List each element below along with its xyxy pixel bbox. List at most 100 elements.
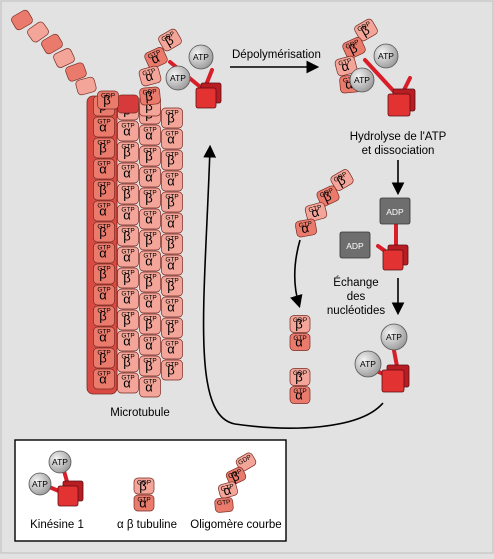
subunit-nucleotide-label: GTP: [308, 204, 323, 214]
subunit-body: [139, 208, 161, 230]
nucleotide-sphere: [354, 350, 382, 378]
subunit-greek-letter: β: [123, 229, 130, 244]
subunit-nucleotide-label: GTP: [121, 333, 134, 340]
subunit-greek-letter: β: [295, 317, 302, 332]
subunit-body: [117, 94, 139, 114]
subunit-body: [27, 21, 49, 43]
kinesin-motor-domain: [57, 480, 84, 507]
subunit-nucleotide-label: GTP: [121, 312, 134, 319]
subunit-body: [161, 317, 183, 339]
subunit-greek-letter: α: [123, 208, 131, 223]
subunit-body: [117, 183, 139, 205]
tubulin-subunit: [11, 9, 33, 31]
subunit-greek-letter: β: [145, 359, 152, 374]
subunit-greek-letter: α: [145, 212, 153, 227]
nucleotide-sphere: [188, 44, 214, 70]
subunit-body: [139, 250, 161, 272]
subunit-body: [93, 347, 115, 369]
curled-protofilament: [11, 9, 97, 96]
subunit-greek-letter: α: [143, 68, 155, 85]
subunit-body: [93, 137, 115, 159]
subunit-body: [117, 246, 139, 268]
subunit-body: [354, 18, 378, 42]
nucleotide-sphere: [165, 65, 191, 91]
motor-domain-front: [382, 249, 404, 271]
subunit-body: [65, 62, 87, 82]
microtubule-lattice: βGTPαGTPβGTPαGTPβGTPαGTPβGTPαGTPβGTPαGTP…: [86, 90, 183, 398]
subunit-greek-letter: β: [99, 267, 106, 282]
tubulin-subunit: GTP: [214, 497, 234, 513]
subunit-nucleotide-label: GTP: [97, 161, 110, 168]
subunit-greek-letter: α: [99, 372, 107, 387]
subunit-greek-letter: α: [123, 166, 131, 181]
subunit-greek-letter: α: [345, 76, 354, 92]
legend-label-kinesine: Kinésine 1: [30, 519, 84, 531]
subunit-body: [11, 9, 33, 31]
subunit-greek-letter: α: [145, 296, 153, 311]
kinesin-motor-domain: [382, 244, 409, 271]
subunit-greek-letter: β: [99, 183, 106, 198]
motor-domain-front: [387, 93, 411, 117]
nucleotide-label: ATP: [193, 52, 209, 62]
tubulin-subunit: [117, 94, 139, 114]
label-echange-2: des: [347, 291, 366, 303]
subunit-nucleotide-label: GTP: [97, 266, 110, 273]
subunit-greek-letter: β: [145, 275, 152, 290]
subunit-nucleotide-label: GTP: [97, 140, 110, 147]
kinesin-oligomer-complex: βGDPβGDPαGTPαGTPATPATP: [334, 18, 416, 117]
subunit-nucleotide-label: GTP: [165, 257, 178, 264]
subunit-nucleotide-label: GTP: [165, 299, 178, 306]
tubulin-subunit: [65, 62, 87, 82]
atp-ball: ATP: [349, 67, 375, 93]
subunit-body: [330, 169, 354, 191]
tubulin-subunit: GDP: [235, 452, 257, 472]
tubulin-subunit: [27, 21, 49, 43]
subunit-greek-letter: β: [295, 370, 302, 385]
subunit-body: [161, 359, 183, 381]
subunit-body: [117, 372, 139, 394]
subunit-body: [316, 185, 340, 207]
subunit-greek-letter: α: [300, 220, 310, 236]
subunit-nucleotide-label: GTP: [97, 203, 110, 210]
subunit-nucleotide-label: GTP: [121, 144, 134, 151]
subunit-body: [304, 202, 328, 222]
subunit-nucleotide-label: GTP: [165, 152, 178, 159]
subunit-greek-letter: β: [103, 93, 110, 108]
subunit-greek-letter: β: [99, 351, 106, 366]
subunit-greek-letter: β: [167, 237, 174, 252]
subunit-nucleotide-label: GTP: [121, 165, 134, 172]
motor-domain-front: [195, 87, 217, 109]
subunit-body: [41, 33, 63, 55]
arrow-oligomer-to-dimers: [290, 239, 303, 309]
subunit-greek-letter: β: [123, 271, 130, 286]
adp-box: ADP: [339, 231, 371, 259]
subunit-nucleotide-label: GTP: [165, 236, 178, 243]
arrow-recycle: [202, 144, 384, 429]
subunit-greek-letter: α: [123, 292, 131, 307]
subunit-greek-letter: α: [123, 376, 131, 391]
subunit-nucleotide-label: GTP: [165, 362, 178, 369]
